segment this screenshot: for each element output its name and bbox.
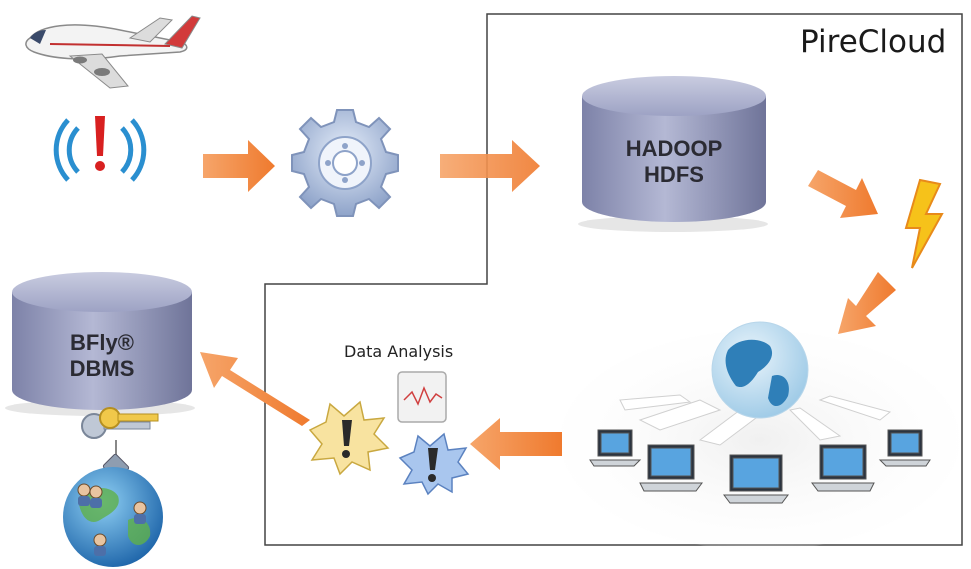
bfly-dbms-database — [5, 272, 195, 416]
arrow-processing-to-hdfs — [440, 140, 540, 192]
laptop-icon — [589, 429, 931, 504]
arrow-network-to-analysis — [470, 418, 562, 470]
arrow-analysis-to-dbms — [200, 352, 310, 426]
bfly-label-line1: BFly® — [70, 330, 134, 355]
arrow-bolt-to-network — [838, 272, 896, 334]
sensor-alert-icon — [53, 116, 147, 182]
analysis-chart-icon — [397, 371, 447, 423]
distributed-network-illustration — [589, 321, 931, 504]
hadoop-hdfs-label: HADOOP HDFS — [606, 136, 742, 188]
processing-gear-icon — [291, 109, 399, 217]
data-analysis-label: Data Analysis — [344, 342, 454, 361]
alert-burst-yellow-icon — [308, 400, 390, 476]
arrow-sensor-to-processing — [203, 140, 275, 192]
hadoop-hdfs-database — [578, 76, 768, 232]
pirecloud-title: PireCloud — [800, 24, 947, 60]
arrow-hdfs-to-bolt — [808, 170, 878, 218]
users-globe-icon — [63, 467, 163, 567]
lightning-bolt-icon — [904, 178, 944, 269]
hadoop-label-line2: HDFS — [644, 162, 704, 187]
alert-burst-blue-icon — [398, 432, 470, 496]
airplane-icon — [25, 15, 201, 89]
hadoop-label-line1: HADOOP — [625, 136, 723, 161]
bfly-label-line2: DBMS — [69, 356, 135, 381]
bfly-dbms-label: BFly® DBMS — [40, 330, 164, 382]
